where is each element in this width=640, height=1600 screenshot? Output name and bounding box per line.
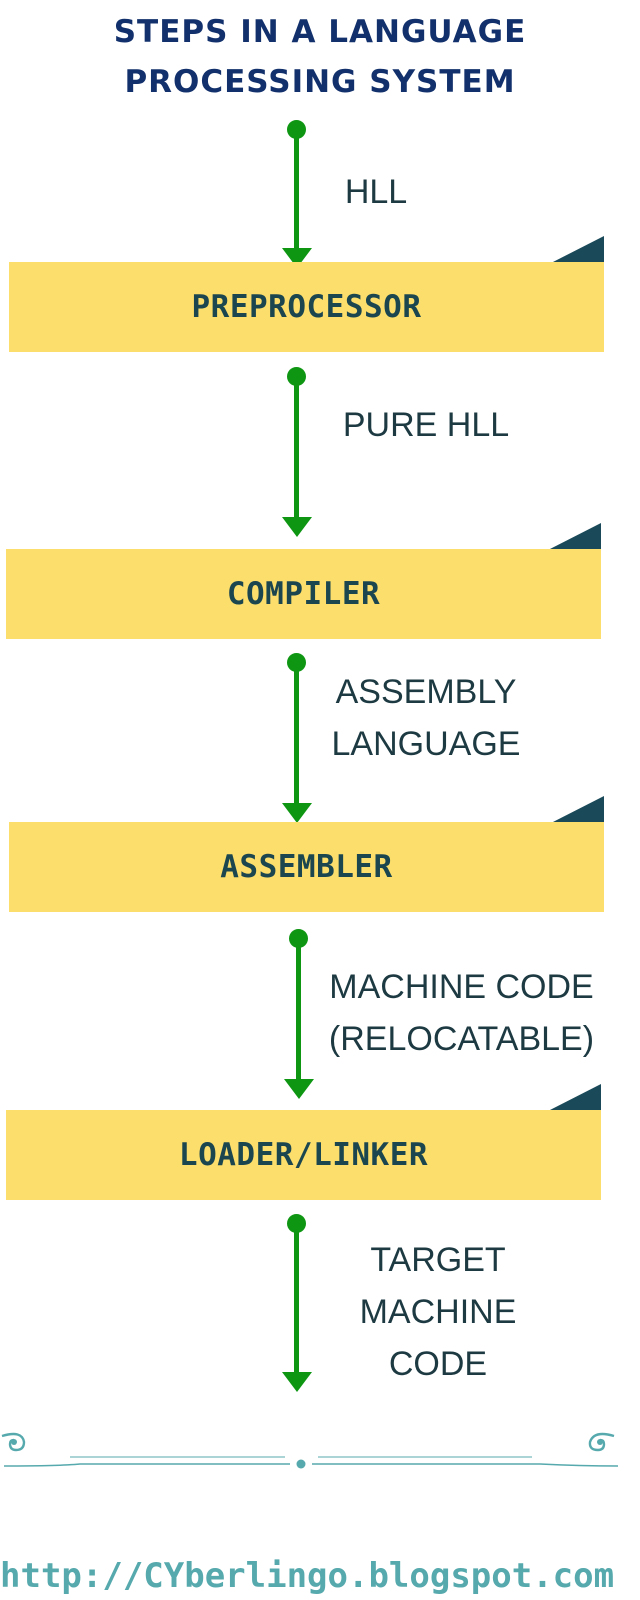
flow-arrow-1 (277, 120, 317, 268)
ribbon-fold-top-right (551, 236, 604, 263)
flow-arrow-3 (277, 653, 317, 823)
ribbon-fold-top-right (548, 1084, 601, 1111)
ribbon-fold-bottom-left (6, 1200, 59, 1227)
flow-label-assembly-language: ASSEMBLY LANGUAGE (331, 673, 521, 763)
divider-center-dot (296, 1459, 306, 1469)
flow-label-machine-code: MACHINE CODE (RELOCATABLE) (328, 968, 595, 1058)
arrow-shaft (294, 662, 299, 806)
ribbon-fold-bottom-left (9, 352, 62, 379)
blog-url[interactable]: http://CYberlingo.blogspot.com (0, 1556, 615, 1596)
arrow-head (284, 1079, 314, 1099)
stage-ribbon-preprocessor: PREPROCESSOR (9, 262, 604, 352)
swirl-left-icon (1, 1432, 26, 1452)
ribbon-fold-bottom-left (6, 639, 59, 666)
stage-ribbon-assembler: ASSEMBLER (9, 822, 604, 912)
stage-label: LOADER/LINKER (178, 1137, 429, 1173)
ribbon-fold-top-right (548, 523, 601, 550)
arrow-shaft (294, 376, 299, 520)
arrow-shaft (294, 129, 299, 251)
flow-label-hll: HLL (344, 173, 408, 211)
stage-label: COMPILER (226, 576, 381, 612)
stage-label: PREPROCESSOR (191, 289, 422, 325)
title-line-2: PROCESSING SYSTEM (124, 64, 516, 100)
swirl-right-icon (588, 1432, 615, 1452)
flow-label-pure-hll: PURE HLL (342, 406, 510, 444)
stage-label: ASSEMBLER (220, 849, 393, 885)
footer-divider (1, 1432, 619, 1469)
arrow-head (282, 1372, 312, 1392)
arrow-head (282, 803, 312, 823)
flow-label-target-machine-code: TARGET MACHINE CODE (359, 1241, 517, 1383)
stage-ribbon-loader-linker: LOADER/LINKER (6, 1110, 601, 1200)
flow-arrow-5 (277, 1214, 317, 1392)
flow-arrow-2 (277, 367, 317, 537)
ribbon-fold-top-right (551, 796, 604, 823)
divider-line-right (312, 1463, 619, 1467)
ribbon-fold-bottom-left (9, 912, 62, 939)
title-line-1: STEPS IN A LANGUAGE (113, 14, 527, 50)
arrow-head (282, 517, 312, 537)
arrow-shaft (296, 938, 301, 1082)
arrow-shaft (294, 1223, 299, 1375)
stage-ribbon-compiler: COMPILER (6, 549, 601, 639)
flow-arrow-4 (279, 929, 319, 1099)
divider-line-left (3, 1463, 290, 1467)
